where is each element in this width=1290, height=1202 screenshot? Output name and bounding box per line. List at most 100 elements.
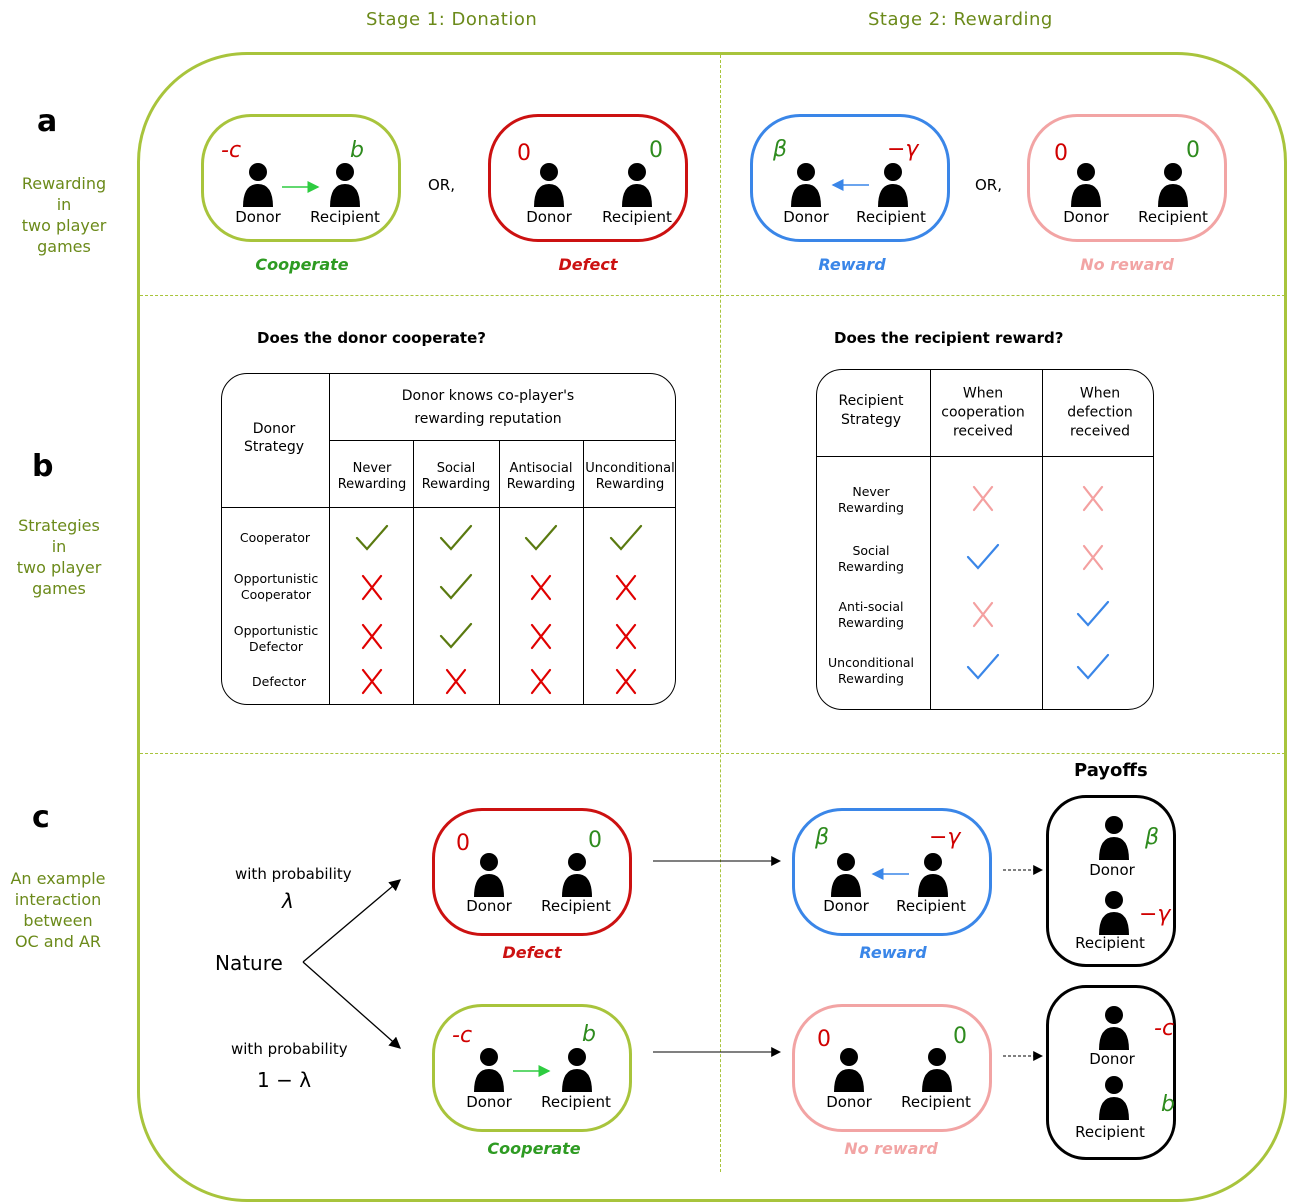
check-icon bbox=[966, 543, 1000, 570]
branch-bottom-probability: 1 − λ bbox=[257, 1068, 312, 1092]
reward-arrow-icon bbox=[871, 868, 909, 880]
check-icon bbox=[1076, 653, 1110, 680]
check-icon bbox=[966, 653, 1000, 680]
cross-icon bbox=[615, 668, 637, 695]
recipient-label: Recipient bbox=[896, 897, 966, 915]
donor-payoff-value: β bbox=[815, 825, 830, 850]
branch-bottom-text: with probability bbox=[231, 1040, 348, 1058]
recipient-person-icon bbox=[922, 1048, 952, 1092]
donor-person-icon bbox=[1071, 163, 1101, 207]
or-label: OR, bbox=[975, 176, 1002, 194]
cross-icon bbox=[445, 668, 467, 695]
recipient-payoff-value: 0 bbox=[1186, 138, 1200, 163]
recipient-payoff-value: 0 bbox=[588, 828, 602, 853]
recipient-label: Recipient bbox=[541, 1093, 611, 1111]
donor-person-icon bbox=[534, 163, 564, 207]
reward-arrow-icon bbox=[831, 179, 869, 191]
reward-box: β −γ Donor Recipient bbox=[750, 114, 950, 242]
recipient-label: Recipient bbox=[1075, 934, 1145, 952]
recipient-payoff-value: b bbox=[1161, 1092, 1175, 1117]
nature-branch-top-arrow bbox=[302, 879, 401, 963]
table-divider bbox=[930, 370, 931, 709]
cooperate-label: Cooperate bbox=[255, 255, 349, 274]
branch-top-text: with probability bbox=[235, 865, 352, 883]
table-divider bbox=[817, 456, 1153, 457]
donor-payoff-value: 0 bbox=[817, 1027, 831, 1052]
recipient-label: Recipient bbox=[541, 897, 611, 915]
defect-label: Defect bbox=[502, 943, 562, 962]
no-reward-box: 0 0 Donor Recipient bbox=[792, 1004, 992, 1132]
recipient-payoff-value: −γ bbox=[929, 825, 961, 850]
payoff-box-top: β Donor −γ Recipient bbox=[1046, 795, 1176, 967]
donor-label: Donor bbox=[1089, 861, 1135, 879]
donor-payoff-value: β bbox=[773, 137, 788, 162]
panel-divider-bc bbox=[140, 753, 1285, 754]
table-divider bbox=[499, 440, 500, 704]
cross-icon bbox=[972, 485, 994, 512]
donor-label: Donor bbox=[526, 208, 572, 226]
panel-b-letter: b bbox=[32, 449, 54, 484]
nature-label: Nature bbox=[215, 951, 283, 975]
row-label: Defector bbox=[252, 674, 306, 689]
recipient-person-icon bbox=[330, 163, 360, 207]
donor-payoff-value: 0 bbox=[1054, 141, 1068, 166]
donor-payoff-value: -c bbox=[452, 1023, 473, 1048]
reward-label: Reward bbox=[859, 943, 927, 962]
payoffs-title: Payoffs bbox=[1074, 760, 1148, 781]
recipient-person-icon bbox=[562, 853, 592, 897]
donation-arrow-icon bbox=[282, 181, 320, 193]
panel-c-arrows bbox=[302, 856, 1044, 1061]
payoff-box-bottom: -c Donor b Recipient bbox=[1046, 985, 1176, 1160]
donor-person-icon bbox=[1099, 816, 1129, 860]
recipient-person-icon bbox=[1158, 163, 1188, 207]
cross-icon bbox=[615, 623, 637, 650]
recipient-person-icon bbox=[918, 853, 948, 897]
recipient-question: Does the recipient reward? bbox=[834, 329, 1064, 347]
recipient-payoff-value: 0 bbox=[649, 138, 663, 163]
donor-label: Donor bbox=[466, 897, 512, 915]
check-icon bbox=[609, 524, 643, 551]
check-icon bbox=[1076, 600, 1110, 627]
cross-icon bbox=[530, 668, 552, 695]
check-icon bbox=[439, 622, 473, 649]
table-divider bbox=[222, 507, 675, 508]
nature-branch-bottom-arrow bbox=[302, 961, 401, 1049]
cross-icon bbox=[1082, 485, 1104, 512]
panel-divider-ab bbox=[140, 295, 1285, 296]
cross-icon bbox=[615, 574, 637, 601]
donor-payoff-value: -c bbox=[221, 138, 242, 163]
donor-person-icon bbox=[1099, 1006, 1129, 1050]
stage-1-title: Stage 1: Donation bbox=[366, 9, 538, 30]
cross-icon bbox=[361, 623, 383, 650]
donor-label: Donor bbox=[466, 1093, 512, 1111]
panel-a-letter: a bbox=[37, 104, 58, 139]
recipient-payoff-value: b bbox=[582, 1022, 596, 1047]
donor-label: Donor bbox=[826, 1093, 872, 1111]
donor-label: Donor bbox=[1063, 208, 1109, 226]
defect-box: 0 0 Donor Recipient bbox=[432, 808, 632, 936]
donor-person-icon bbox=[834, 1048, 864, 1092]
check-icon bbox=[524, 524, 558, 551]
panel-c-letter: c bbox=[32, 800, 50, 835]
no-reward-box: 0 0 Donor Recipient bbox=[1027, 114, 1227, 242]
branch-top-probability: λ bbox=[282, 889, 294, 913]
cross-icon bbox=[361, 574, 383, 601]
check-icon bbox=[439, 573, 473, 600]
recipient-payoff-value: b bbox=[350, 138, 364, 163]
donor-person-icon bbox=[243, 163, 273, 207]
recipient-person-icon bbox=[1099, 1076, 1129, 1120]
recipient-person-icon bbox=[878, 163, 908, 207]
table-divider bbox=[583, 440, 584, 704]
